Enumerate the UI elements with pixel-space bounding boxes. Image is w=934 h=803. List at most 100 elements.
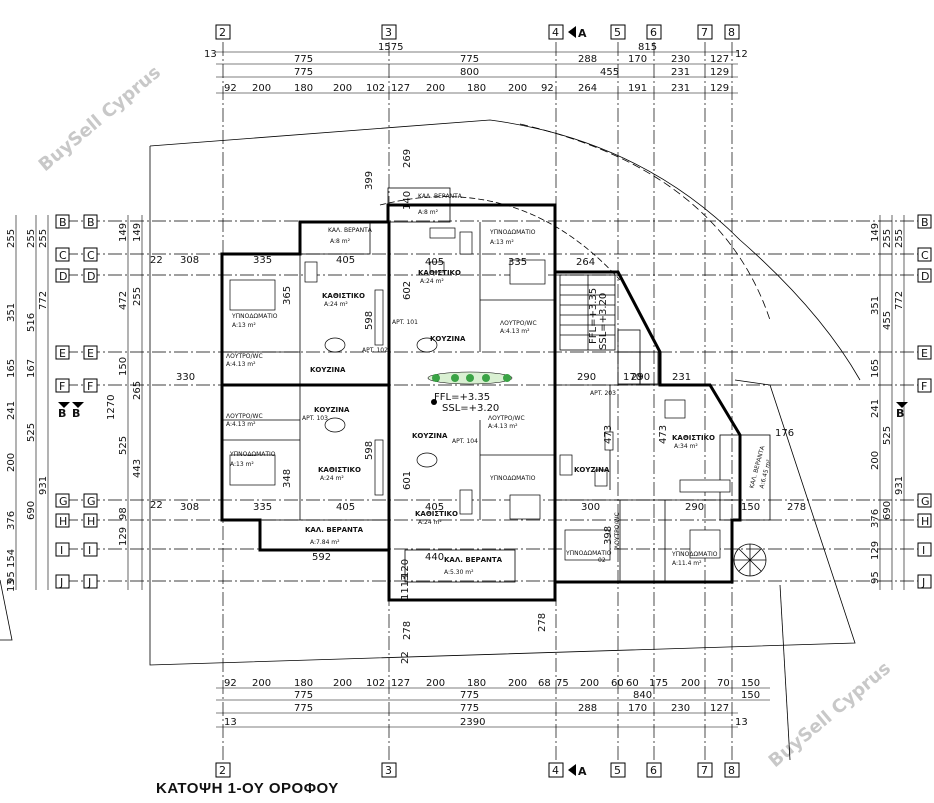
svg-text:231: 231 <box>672 372 691 383</box>
svg-text:129: 129 <box>870 541 881 560</box>
svg-text:H: H <box>921 515 929 528</box>
landing-planter <box>427 371 513 385</box>
svg-text:3: 3 <box>385 764 392 777</box>
svg-text:75: 75 <box>556 678 569 689</box>
svg-text:200: 200 <box>252 678 271 689</box>
svg-text:200: 200 <box>870 451 881 470</box>
svg-text:255: 255 <box>882 229 893 248</box>
svg-text:775: 775 <box>460 54 479 65</box>
svg-text:D: D <box>921 270 929 283</box>
svg-text:290: 290 <box>577 372 596 383</box>
svg-text:3: 3 <box>385 26 392 39</box>
svg-text:8: 8 <box>728 26 735 39</box>
svg-text:231: 231 <box>671 67 690 78</box>
svg-text:931: 931 <box>894 476 905 495</box>
svg-text:165: 165 <box>870 359 881 378</box>
svg-text:598: 598 <box>364 441 375 460</box>
svg-text:6: 6 <box>650 26 657 39</box>
svg-text:255: 255 <box>38 229 49 248</box>
svg-text:154: 154 <box>6 549 17 568</box>
svg-text:A:24 m²: A:24 m² <box>324 301 348 308</box>
svg-text:ΥΠΝΟΔΩΜΑΤΙΟ: ΥΠΝΟΔΩΜΑΤΙΟ <box>671 551 718 558</box>
svg-text:13: 13 <box>204 49 217 60</box>
svg-text:129: 129 <box>118 527 129 546</box>
svg-text:170: 170 <box>628 703 647 714</box>
svg-text:405: 405 <box>425 502 444 513</box>
svg-text:290: 290 <box>631 372 650 383</box>
svg-text:ΚΑΛ. ΒΕΡΑΝΤΑ: ΚΑΛ. ΒΕΡΑΝΤΑ <box>418 193 463 200</box>
svg-text:ΛΟΥΤΡΟ/WC: ΛΟΥΤΡΟ/WC <box>226 413 263 420</box>
svg-text:A:34 m²: A:34 m² <box>674 443 698 450</box>
svg-text:335: 335 <box>508 257 527 268</box>
svg-text:170: 170 <box>628 54 647 65</box>
svg-text:300: 300 <box>581 502 600 513</box>
row-axis-labels-right: B C D E F G H I J <box>917 214 932 589</box>
svg-text:J: J <box>921 576 925 589</box>
svg-text:265: 265 <box>132 381 143 400</box>
svg-text:200: 200 <box>426 678 445 689</box>
svg-text:A:13 m²: A:13 m² <box>230 461 254 468</box>
svg-text:455: 455 <box>882 311 893 330</box>
svg-text:127: 127 <box>391 83 410 94</box>
svg-text:775: 775 <box>460 690 479 701</box>
svg-text:102: 102 <box>366 83 385 94</box>
svg-text:690: 690 <box>882 501 893 520</box>
svg-text:C: C <box>59 249 67 262</box>
svg-text:176: 176 <box>775 428 794 439</box>
svg-text:775: 775 <box>460 703 479 714</box>
svg-text:A:11.4 m²: A:11.4 m² <box>672 560 702 567</box>
svg-text:278: 278 <box>787 502 806 513</box>
svg-text:A:4.13 m²: A:4.13 m² <box>226 421 256 428</box>
svg-text:690: 690 <box>26 501 37 520</box>
svg-text:525: 525 <box>882 426 893 445</box>
svg-text:255: 255 <box>26 229 37 248</box>
svg-text:ΛΟΥΤΡΟ/WC: ΛΟΥΤΡΟ/WC <box>226 353 263 360</box>
svg-text:A:13 m²: A:13 m² <box>490 239 514 246</box>
svg-text:102: 102 <box>366 678 385 689</box>
svg-text:255: 255 <box>894 229 905 248</box>
svg-text:288: 288 <box>578 54 597 65</box>
svg-text:92: 92 <box>224 678 237 689</box>
svg-text:I: I <box>60 544 63 557</box>
level-annotations: FFL=+3.35 SSL=+3.20 FFL=+3.35 SSL=+3.20 <box>431 288 609 414</box>
svg-text:255: 255 <box>132 287 143 306</box>
svg-text:473: 473 <box>658 425 669 444</box>
svg-text:D: D <box>59 270 67 283</box>
svg-text:525: 525 <box>26 423 37 442</box>
svg-text:ΚΑΘΙΣΤΙΚΟ: ΚΑΘΙΣΤΙΚΟ <box>418 269 461 277</box>
svg-text:443: 443 <box>132 459 143 478</box>
svg-text:255: 255 <box>6 229 17 248</box>
svg-text:598: 598 <box>364 311 375 330</box>
svg-text:ΛΟΥΤΡΟ/WC: ΛΟΥΤΡΟ/WC <box>614 512 621 549</box>
svg-text:4: 4 <box>552 764 559 777</box>
svg-text:A:8 m²: A:8 m² <box>330 238 351 245</box>
svg-text:ΚΑΛ. ΒΕΡΑΝΤΑ: ΚΑΛ. ΒΕΡΑΝΤΑ <box>305 526 364 534</box>
column-axis-labels-bottom: 2 3 4 5 6 7 8 A <box>215 762 740 778</box>
svg-text:ΚΟΥΖΙΝΑ: ΚΟΥΖΙΝΑ <box>310 366 346 374</box>
svg-text:440: 440 <box>425 552 444 563</box>
right-dimensions: 149 351 165 241 200 376 129 95 255 455 5… <box>870 215 908 590</box>
svg-text:98: 98 <box>118 507 129 520</box>
svg-text:2: 2 <box>219 26 226 39</box>
watermark-top-left: BuySell Cyprus <box>35 62 165 176</box>
svg-text:775: 775 <box>294 54 313 65</box>
svg-text:180: 180 <box>294 678 313 689</box>
svg-text:516: 516 <box>26 313 37 332</box>
svg-text:170: 170 <box>623 372 642 383</box>
svg-text:C: C <box>921 249 929 262</box>
svg-text:92: 92 <box>224 83 237 94</box>
svg-text:772: 772 <box>38 291 49 310</box>
svg-text:APT. 103: APT. 103 <box>302 415 328 422</box>
svg-text:308: 308 <box>180 502 199 513</box>
svg-text:8: 8 <box>728 764 735 777</box>
left-dimensions: 255 351 165 241 200 376 154 95 13 255 51… <box>6 215 143 592</box>
svg-text:7: 7 <box>701 764 708 777</box>
svg-text:264: 264 <box>578 83 597 94</box>
svg-text:SSL=+3.20: SSL=+3.20 <box>442 403 499 414</box>
svg-text:455: 455 <box>600 67 619 78</box>
svg-text:335: 335 <box>253 255 272 266</box>
svg-text:129: 129 <box>710 83 729 94</box>
svg-text:264: 264 <box>576 257 595 268</box>
svg-text:775: 775 <box>294 67 313 78</box>
svg-text:376: 376 <box>6 511 17 530</box>
